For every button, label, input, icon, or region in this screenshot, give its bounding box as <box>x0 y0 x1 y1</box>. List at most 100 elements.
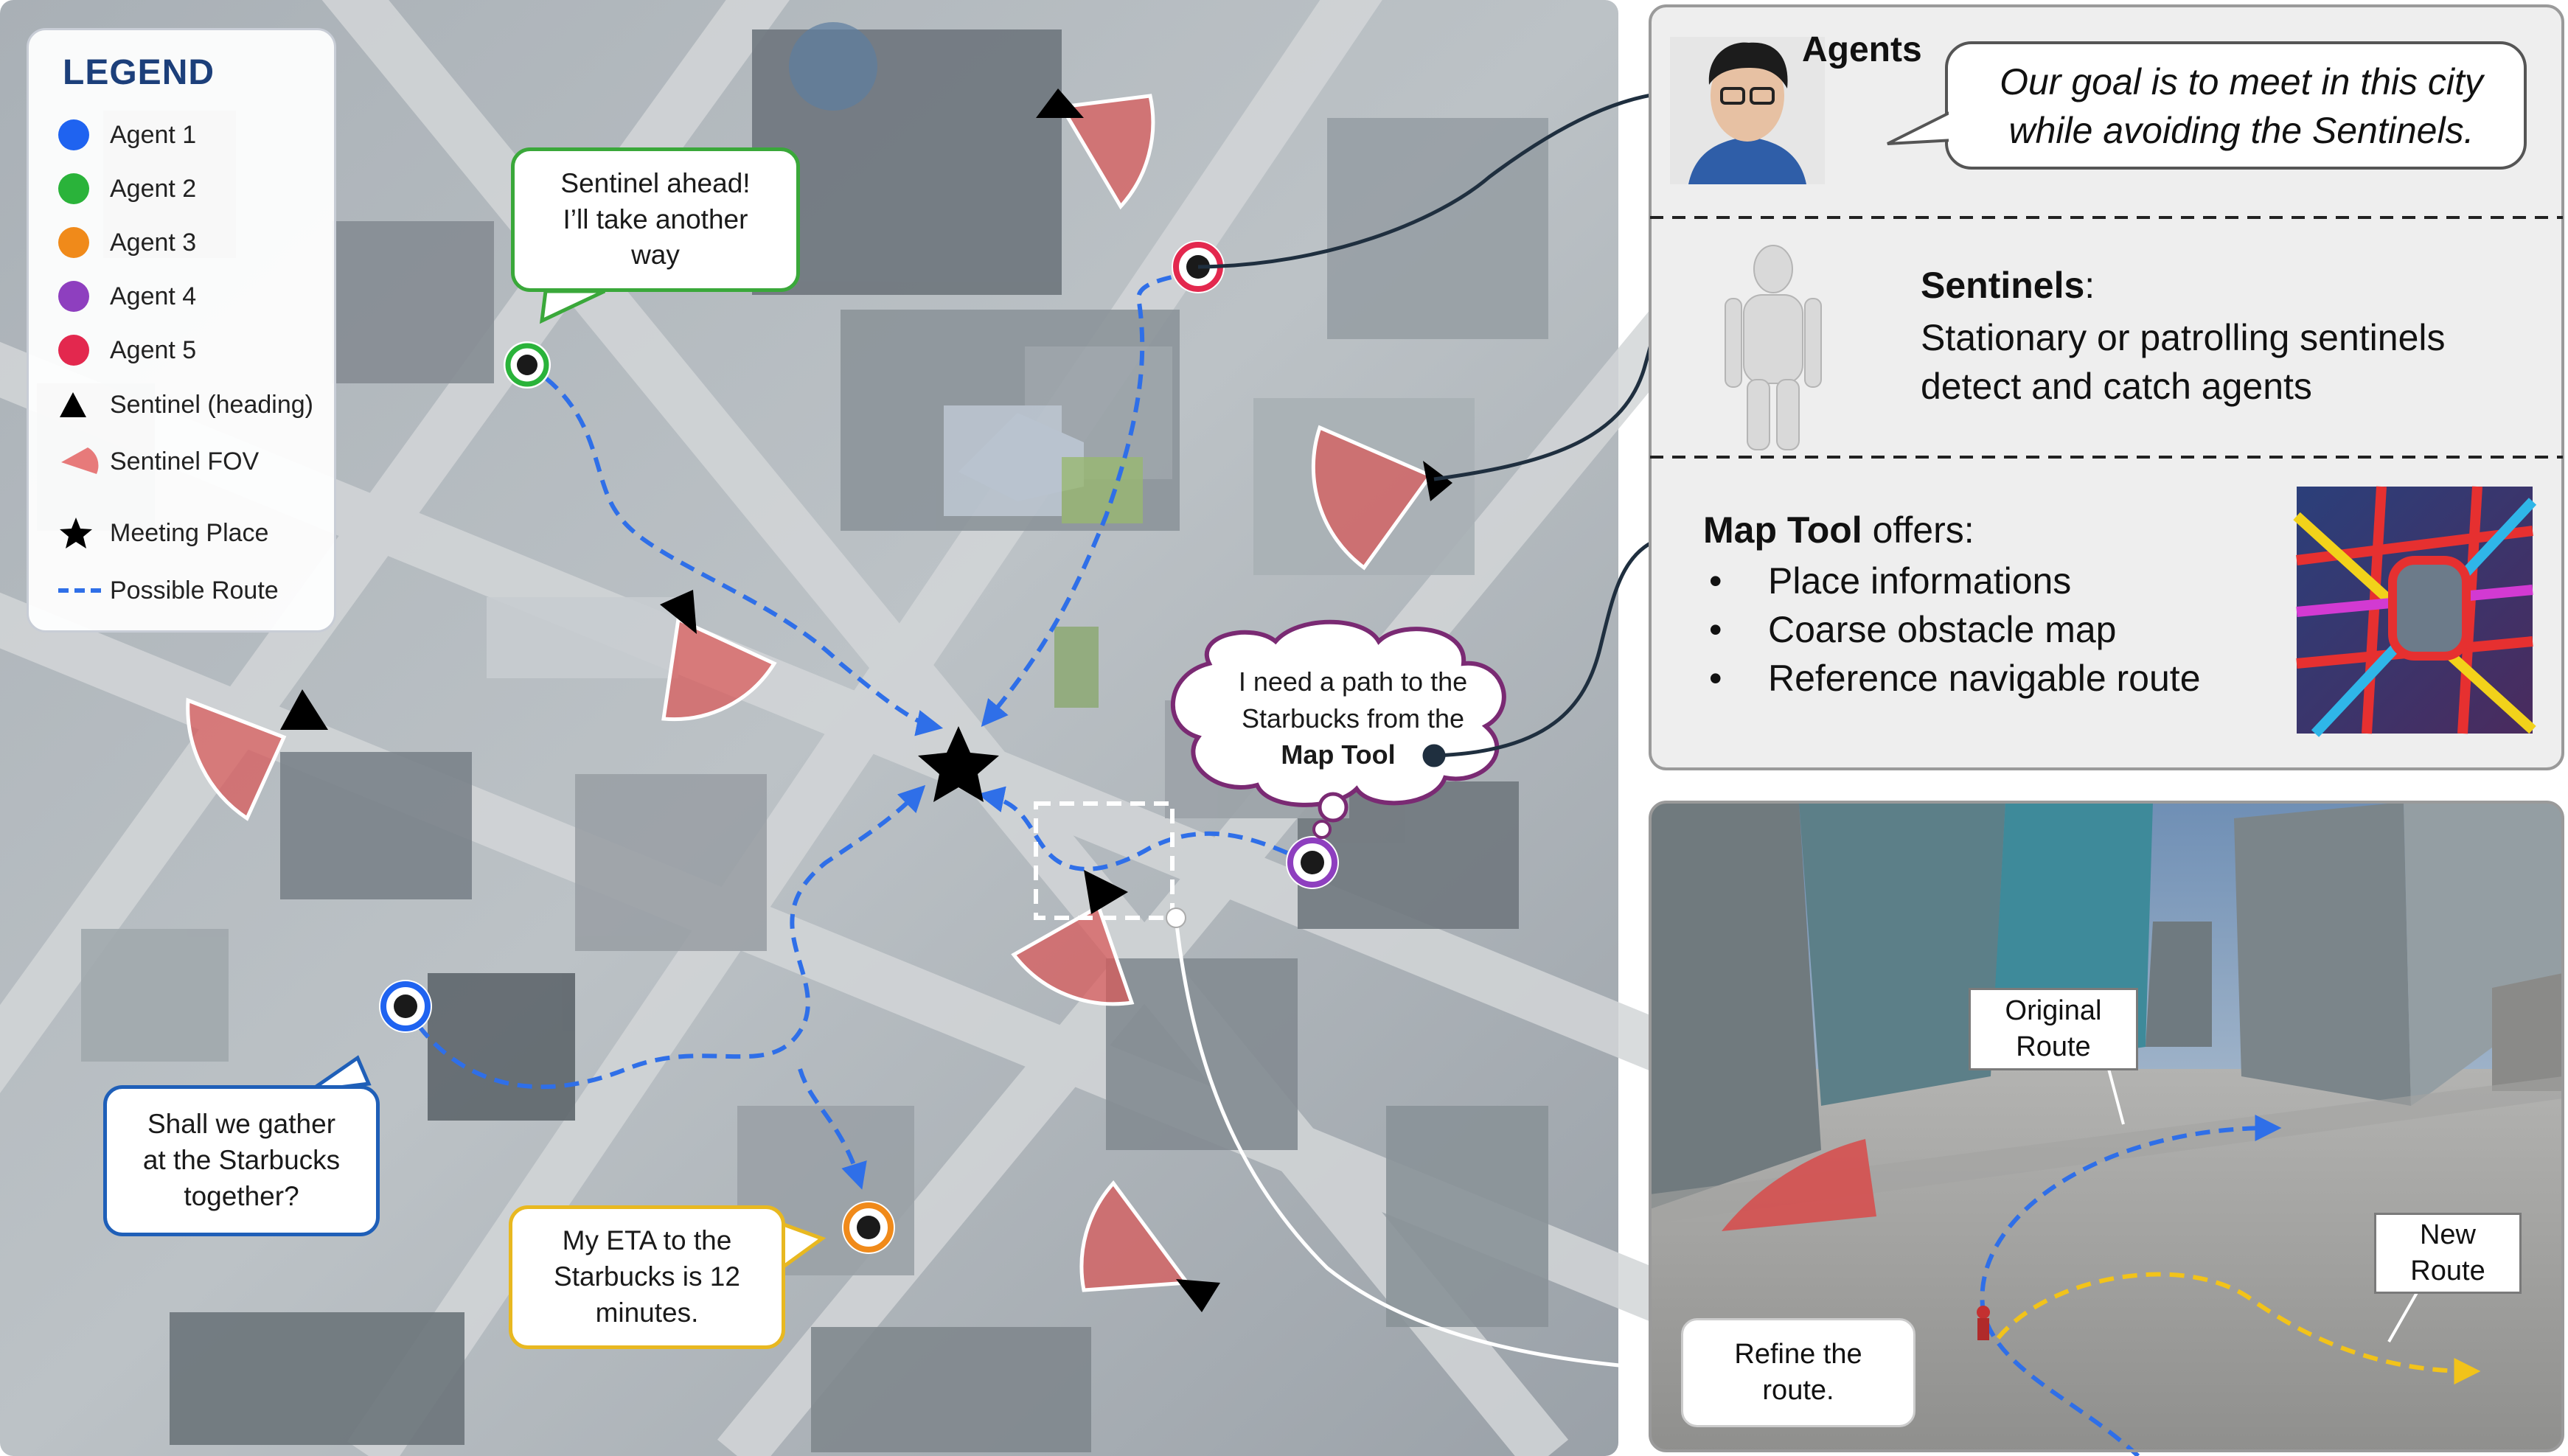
agent-person-icon <box>1977 1306 1990 1340</box>
maptool-heading: Map Tool offers: <box>1703 509 1974 551</box>
legend-item-agent-5: Agent 5 <box>58 328 196 372</box>
legend-item-possible-route: Possible Route <box>58 568 279 613</box>
legend-label: Agent 3 <box>110 228 197 257</box>
star-icon <box>60 518 92 548</box>
new-route-label: New Route <box>2374 1213 2522 1294</box>
legend-label: Agent 1 <box>110 120 197 149</box>
legend-item-meeting-place: Meeting Place <box>58 511 268 555</box>
dashed-line-icon <box>58 588 105 593</box>
sentinels-colon: : <box>2084 265 2095 306</box>
thought-cloud <box>1171 619 1506 807</box>
connector-refine-start <box>1166 908 1186 928</box>
sentinel-fov-5 <box>1011 904 1135 1006</box>
agent-1-marker <box>379 980 432 1033</box>
maptool-list-item: •Reference navigable route <box>1703 654 2201 703</box>
street-view-fov <box>1722 1139 1876 1231</box>
agent-2-dot-icon <box>58 173 89 204</box>
sentinel-fovs <box>186 94 1433 1292</box>
agents-quote-bubble <box>1945 41 2527 170</box>
maptool-list-item: •Place informations <box>1703 557 2201 605</box>
original-route-pointer <box>2107 1068 2125 1125</box>
legend-item-agent-3: Agent 3 <box>58 220 196 265</box>
agent4-thought-text: I need a path to the Starbucks from the … <box>1194 663 1511 773</box>
thought-dot-2 <box>1312 820 1332 839</box>
bullet-icon: • <box>1709 658 1722 699</box>
agent1-speech-text: Shall we gather at the Starbucks togethe… <box>142 1109 341 1211</box>
sentinels-description: Stationary or patrolling sentinels detec… <box>1921 317 2446 407</box>
thought-line-1: I need a path to the <box>1238 666 1468 697</box>
fov-wedge-icon <box>61 447 99 474</box>
legend-item-sentinel-fov: Sentinel FOV <box>58 439 259 484</box>
agent3-speech-bubble: My ETA to the Starbucks is 12 minutes. <box>509 1205 785 1349</box>
route-agent4 <box>977 786 1310 871</box>
maptool-suffix: offers: <box>1862 509 1974 551</box>
connector-agents <box>1197 90 1674 269</box>
agents-title: Agents <box>1802 30 1922 69</box>
legend: LEGEND Agent 1 Agent 2 Agent 3 Agent 4 A… <box>27 28 336 633</box>
agent2-speech-text: Sentinel ahead! I’ll take another way <box>560 167 751 271</box>
route-agent3 <box>798 1068 867 1190</box>
sentinels-title: Sentinels <box>1921 265 2085 306</box>
legend-label: Meeting Place <box>110 518 269 547</box>
triangle-icon <box>60 392 86 417</box>
meeting-place-star-icon <box>918 726 999 802</box>
legend-label: Sentinel FOV <box>110 447 260 476</box>
legend-label: Agent 4 <box>110 282 197 310</box>
sentinels-heading: Sentinels: <box>1921 264 2095 307</box>
legend-label: Sentinel (heading) <box>110 390 313 419</box>
agent-3-marker <box>842 1201 895 1254</box>
connector-maptool <box>1433 532 1674 758</box>
agent-4-dot-icon <box>58 281 89 312</box>
original-route-arrow <box>1980 1115 2282 1456</box>
new-route-pointer <box>2387 1289 2420 1342</box>
connector-refine <box>1174 917 1682 1373</box>
route-agent1 <box>403 784 926 1090</box>
sentinel-fov-4 <box>186 697 287 821</box>
sentinel-heading-2 <box>1423 461 1452 501</box>
route-agent2 <box>526 363 944 736</box>
sentinel-fov-1 <box>1058 94 1155 210</box>
connector-maptool-start <box>1422 744 1446 767</box>
sentinel-mannequin-icon <box>1725 245 1822 450</box>
sentinel-heading-3 <box>660 590 697 634</box>
route-agent5 <box>981 271 1195 728</box>
sentinel-heading-1 <box>1036 88 1084 118</box>
legend-label: Agent 2 <box>110 174 197 203</box>
sentinel-fov-2 <box>1311 425 1433 571</box>
original-route-label: Original Route <box>1969 988 2138 1070</box>
thought-line-3: Map Tool <box>1281 739 1396 770</box>
legend-label: Possible Route <box>110 576 279 605</box>
legend-item-sentinel-heading: Sentinel (heading) <box>58 383 313 427</box>
maptool-list: •Place informations •Coarse obstacle map… <box>1703 557 2201 703</box>
aerial-map <box>0 0 1716 1456</box>
legend-item-agent-1: Agent 1 <box>58 113 196 157</box>
bullet-icon: • <box>1709 609 1722 650</box>
sentinel-heading-5 <box>1084 870 1128 914</box>
sentinel-heading-4 <box>280 689 328 730</box>
agent-avatar-icon <box>1670 37 1825 184</box>
agent-2-marker <box>504 341 551 389</box>
thought-dot-1 <box>1318 792 1349 823</box>
sentinel-fov-6 <box>1079 1180 1191 1292</box>
refine-route-label: Refine the route. <box>1681 1318 1915 1427</box>
possible-routes <box>403 271 1310 1190</box>
legend-item-agent-2: Agent 2 <box>58 167 196 211</box>
maptool-list-item: •Coarse obstacle map <box>1703 605 2201 654</box>
agent-4-marker <box>1286 836 1339 889</box>
sentinel-fov-3 <box>661 616 777 722</box>
new-route-arrow <box>1996 1272 2481 1384</box>
map-tool-query-region <box>1034 801 1175 920</box>
legend-title: LEGEND <box>63 53 215 92</box>
agent-1-dot-icon <box>58 119 89 150</box>
agent1-speech-bubble: Shall we gather at the Starbucks togethe… <box>103 1085 380 1236</box>
agents-quote-text: Our goal is to meet in this city while a… <box>2000 61 2483 151</box>
legend-label: Agent 5 <box>110 335 197 364</box>
thought-line-2: Starbucks from the <box>1241 703 1465 734</box>
map-tool-thumbnail-icon <box>2293 486 2537 737</box>
bullet-icon: • <box>1709 560 1722 602</box>
agent3-speech-text: My ETA to the Starbucks is 12 minutes. <box>554 1225 740 1328</box>
sentinel-headings <box>280 88 1452 1312</box>
legend-item-agent-4: Agent 4 <box>58 274 196 318</box>
